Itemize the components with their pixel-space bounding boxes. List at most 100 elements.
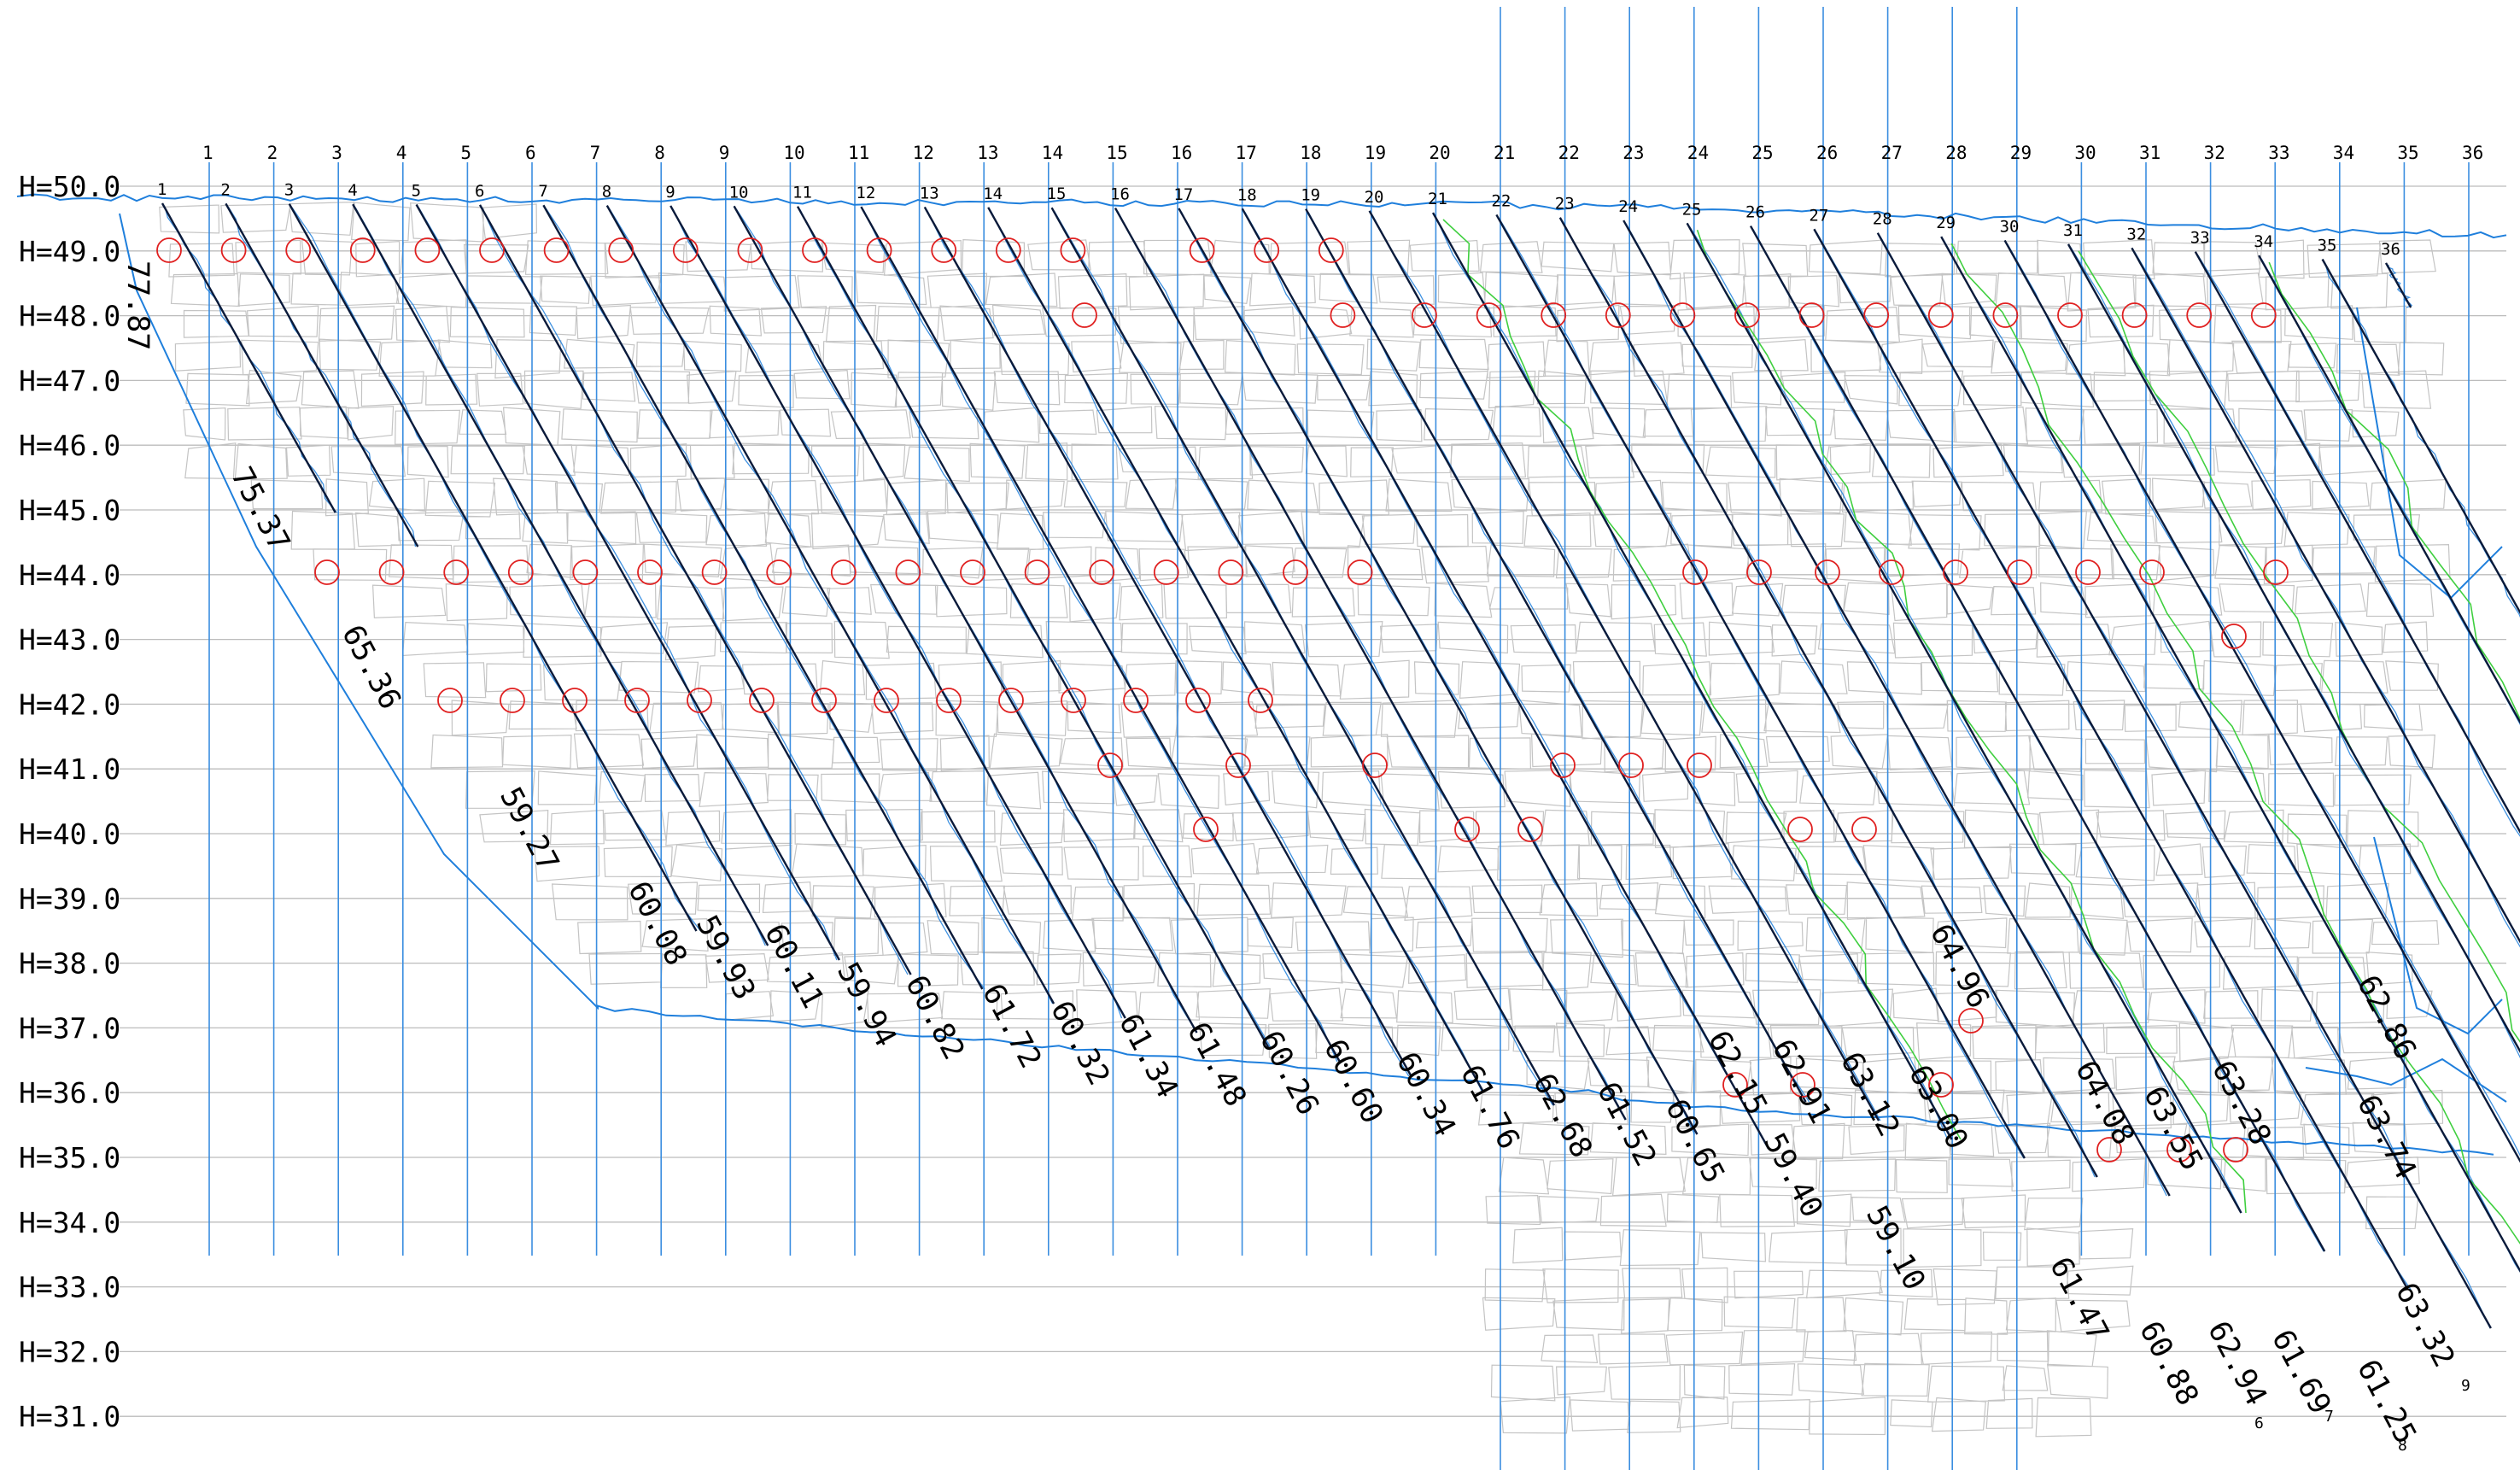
profile-number: 3 [284, 181, 294, 200]
profile-number: 30 [2000, 217, 2020, 236]
elevation-label: H=46.0 [19, 429, 120, 462]
elevation-label: H=31.0 [19, 1400, 120, 1433]
profile-line [2067, 243, 2520, 1053]
profile-number: 4 [348, 181, 357, 200]
profile-number: 33 [2190, 229, 2210, 248]
measurement-marker [437, 688, 463, 713]
survey-trace-blue [2197, 255, 2520, 837]
measurement-marker [2250, 302, 2277, 328]
survey-trace-green [1696, 230, 2247, 1214]
elevation-label: H=43.0 [19, 624, 120, 657]
profile-line [1178, 208, 1699, 1135]
section-number: 28 [1945, 143, 1967, 163]
survey-trace-blue [1815, 231, 2412, 1291]
profile-line [1305, 208, 1807, 1103]
measurement-marker [2139, 559, 2165, 585]
elevation-label: H=37.0 [19, 1011, 120, 1045]
profile-number: 2 [220, 180, 230, 199]
measurement-marker [1193, 817, 1219, 842]
measurement-marker [1790, 1072, 1815, 1098]
angle-label: 63.32 [2388, 1277, 2461, 1373]
elevation-label: H=32.0 [19, 1335, 120, 1368]
profile-line [2131, 247, 2520, 944]
measurement-marker [995, 237, 1021, 263]
profile-line [1623, 220, 2171, 1197]
labels: H=50.0H=49.0H=48.0H=47.0H=46.0H=45.0H=44… [19, 143, 2483, 1455]
section-number: 11 [848, 143, 869, 163]
measurement-marker [1476, 302, 1502, 328]
angle-label: 60.08 [621, 876, 693, 971]
profile-line [796, 206, 1270, 1048]
angle-label: 61.47 [2043, 1251, 2115, 1347]
angle-label: 60.32 [1044, 995, 1116, 1091]
profile-number: 5 [412, 181, 421, 200]
measurement-marker [749, 688, 775, 713]
profile-line [1876, 232, 2492, 1329]
profile-number: 22 [1491, 191, 1511, 210]
elevation-label: H=38.0 [19, 947, 120, 981]
profile-lines [161, 202, 2520, 1329]
survey-traces [16, 193, 2520, 1329]
profile-line [478, 204, 912, 975]
measurement-marker [1550, 753, 1576, 778]
profile-line [923, 206, 1412, 1077]
profile-number: 11 [792, 184, 812, 202]
profile-number: 8 [602, 183, 611, 202]
measurement-marker [1330, 302, 1356, 328]
measurement-marker [1879, 559, 1904, 585]
measurement-marker [314, 559, 340, 585]
survey-trace-blue [2070, 247, 2520, 1059]
angle-label: 61.76 [1453, 1059, 1526, 1155]
measurement-marker [811, 688, 837, 713]
survey-trace-blue [2260, 258, 2520, 726]
measurement-marker [1851, 817, 1877, 842]
measurement-marker [500, 688, 525, 713]
elevation-grid [120, 185, 2506, 1417]
angle-label: 62.94 [2201, 1315, 2273, 1411]
section-number: 35 [2397, 143, 2418, 163]
measurement-marker [1318, 237, 1344, 263]
elevation-label: H=39.0 [19, 882, 120, 916]
profile-line [1558, 217, 2098, 1178]
measurement-marker [874, 688, 899, 713]
survey-trace-blue [291, 207, 701, 932]
survey-trace-blue [672, 208, 1123, 1019]
profile-number: 28 [1873, 210, 1892, 229]
profile-number: 15 [1047, 184, 1067, 203]
elevation-label: H=35.0 [19, 1141, 120, 1174]
survey-trace-green [2268, 261, 2520, 721]
profile-line [987, 207, 1484, 1092]
profile-number: 34 [2254, 232, 2273, 251]
section-number: 21 [1494, 143, 1515, 163]
section-number: 1 [202, 143, 213, 163]
measurement-marker [931, 237, 957, 263]
profile-number: 7 [538, 182, 547, 201]
measurement-marker [687, 688, 712, 713]
section-number: 32 [2204, 143, 2225, 163]
measurement-marker [1061, 688, 1086, 713]
survey-trace-blue [1244, 211, 1769, 1150]
angle-label: 60.88 [2132, 1315, 2205, 1411]
measurement-marker [1746, 559, 1772, 585]
measurement-marker [220, 237, 247, 263]
section-number: 29 [2010, 143, 2032, 163]
measurement-marker [2221, 624, 2247, 649]
section-number: 5 [460, 143, 471, 163]
profile-line [1940, 236, 2520, 1273]
measurement-marker [1283, 559, 1308, 585]
end-mark: 8 [2398, 1437, 2407, 1455]
section-number: 25 [1751, 143, 1773, 163]
profile-number: 27 [1809, 206, 1828, 225]
angle-label: 63.74 [2350, 1089, 2423, 1185]
measurement-marker [443, 559, 470, 585]
profile-line [161, 202, 336, 513]
measurement-marker [737, 237, 763, 263]
elevation-label: H=45.0 [19, 494, 120, 527]
profile-line [2384, 262, 2412, 308]
profile-number: 14 [983, 184, 1003, 203]
angle-label: 60.26 [1253, 1025, 1325, 1121]
profile-number: 9 [665, 183, 675, 202]
profile-number: 10 [729, 183, 749, 202]
section-number: 4 [396, 143, 407, 163]
measurement-marker [766, 559, 792, 585]
